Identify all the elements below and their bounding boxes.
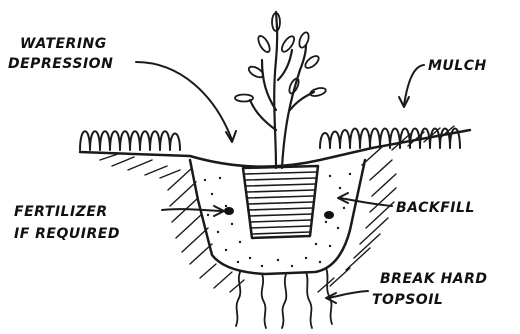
fertilizer-pellet-right xyxy=(324,211,334,219)
fertilizer-leader xyxy=(162,209,222,211)
label-watering-line1: WATERING xyxy=(20,36,107,52)
label-break-line2: TOPSOIL xyxy=(372,292,443,308)
planting-pit xyxy=(190,160,365,274)
root-ball xyxy=(243,166,318,238)
mulch-left xyxy=(80,131,180,150)
label-watering-line2: DEPRESSION xyxy=(8,56,113,72)
label-backfill: BACKFILL xyxy=(396,200,475,216)
leader-lines xyxy=(136,62,424,303)
watering-leader xyxy=(136,62,232,140)
leaves xyxy=(235,13,327,102)
roots xyxy=(236,268,332,328)
fertilizer-pellet-left xyxy=(224,207,234,215)
label-fertilizer-line1: FERTILIZER xyxy=(14,204,108,220)
label-mulch: MULCH xyxy=(428,58,487,74)
label-break-line1: BREAK HARD xyxy=(380,271,488,287)
backfill-stipple xyxy=(204,173,351,267)
label-fertilizer-line2: IF REQUIRED xyxy=(14,226,120,242)
